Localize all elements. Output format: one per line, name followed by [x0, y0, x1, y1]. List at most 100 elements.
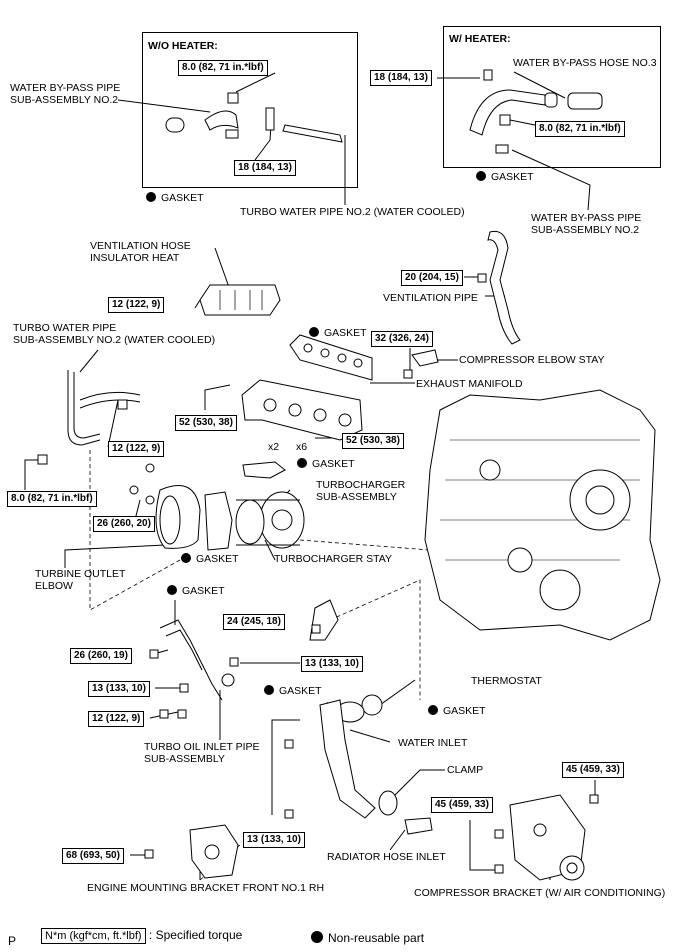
nonreusable-dot [181, 553, 191, 563]
leader-wi-13 [271, 719, 300, 815]
turbo-gasket-side [204, 491, 233, 551]
torque-oil-12: 12 (122, 9) [88, 711, 145, 727]
dashed-guide-turbo [299, 539, 431, 551]
ventilation-pipe-part [477, 230, 521, 345]
hose-end [544, 92, 558, 108]
bolt-wo-18 [265, 107, 275, 131]
bypass-pipe-wo [204, 110, 239, 131]
oil-inlet-pipe-part [149, 619, 239, 719]
wo-heater-parts [165, 92, 343, 143]
legend-torque-desc: : Specified torque [148, 928, 243, 942]
bolt-vent [477, 273, 487, 283]
leader-w-8 [509, 119, 536, 126]
torque-wi-13: 13 (133, 10) [243, 832, 305, 848]
label-turbo-water-pipe-sub: TURBO WATER PIPE SUB-ASSEMBLY NO.2 (WATE… [13, 322, 216, 346]
leader-twp-12 [107, 399, 119, 448]
legend-nonreusable: Non-reusable part [311, 931, 424, 945]
w-heater-title: W/ HEATER: [449, 33, 511, 45]
leader-turbine-outlet [64, 544, 166, 568]
label-compressor-elbow-stay: COMPRESSOR ELBOW STAY [459, 354, 605, 366]
gasket-label-turbo-top: GASKET [297, 458, 355, 470]
manifold-body [241, 379, 363, 441]
w-heater-parts [469, 69, 603, 154]
torque-twp-8: 8.0 (82, 71 in.*lbf) [7, 491, 97, 507]
torque-emb-68: 68 (693, 50) [62, 848, 124, 864]
bolt-w-8 [499, 114, 511, 126]
torque-toe-26: 26 (260, 20) [93, 516, 155, 532]
compressor-elbow-stay-part [403, 349, 439, 379]
label-water-inlet: WATER INLET [398, 737, 468, 749]
label-turbocharger-sub: TURBOCHARGER SUB-ASSEMBLY [316, 479, 406, 503]
leader-cb-45 [469, 820, 495, 871]
em-gasket [289, 334, 373, 381]
turbocharger-part [204, 461, 305, 551]
torque-ces-32: 32 (326, 24) [371, 331, 433, 347]
label-engine-mounting-bracket: ENGINE MOUNTING BRACKET FRONT NO.1 RH [87, 882, 325, 894]
label-clamp: CLAMP [447, 764, 484, 776]
leader-vhi-12 [194, 299, 201, 309]
nonreusable-dot [428, 705, 438, 715]
leader-wo-8 [235, 72, 276, 93]
compressor-bracket-part [494, 794, 599, 881]
wo-heater-title: W/O HEATER: [148, 40, 218, 52]
leader-turbocharger-stay [264, 539, 276, 561]
legend-torque-box: N*m (kgf*cm, ft.*lbf) [41, 928, 146, 944]
nonreusable-dot [309, 327, 319, 337]
thermostat-part [361, 694, 383, 716]
bolt-w-18 [483, 69, 493, 81]
leader-clamp [389, 769, 445, 801]
ventilation-hose-insulator-heat [199, 284, 281, 316]
label-water-bypass-hose-no3: WATER BY-PASS HOSE NO.3 [513, 57, 657, 69]
label-water-bypass-pipe-2: WATER BY-PASS PIPE SUB-ASSEMBLY NO.2 [531, 212, 642, 236]
label-ventilation-pipe: VENTILATION PIPE [383, 292, 478, 304]
label-thermostat: THERMOSTAT [471, 675, 542, 687]
torque-vent-20: 20 (204, 15) [401, 270, 463, 286]
leader-bypass-pipe-1 [117, 99, 211, 113]
legend-nonreusable-text: Non-reusable part [328, 931, 425, 945]
torque-oil-13a: 13 (133, 10) [301, 656, 363, 672]
leader-em-52a [204, 384, 231, 410]
nonreusable-dot [297, 458, 307, 468]
turbocharger-stay-part [309, 599, 339, 641]
label-radiator-hose-inlet: RADIATOR HOSE INLET [327, 851, 446, 863]
engine-block [424, 389, 661, 641]
nonreusable-dot [264, 685, 274, 695]
torque-clamp-45: 45 (459, 33) [562, 762, 624, 778]
nonreusable-dot [146, 192, 156, 202]
torque-wo-18: 18 (184, 13) [234, 160, 296, 176]
hose-piece [165, 117, 185, 133]
leader-radiator-hose [389, 829, 406, 851]
torque-oil-26: 26 (260, 19) [70, 648, 132, 664]
gasket-label-em: GASKET [309, 327, 367, 339]
leader-bypass-hose [513, 71, 566, 99]
label-exhaust-manifold: EXHAUST MANIFOLD [416, 378, 523, 390]
clamp-part [378, 790, 398, 816]
leader-bypass-pipe-2 [511, 149, 591, 211]
leader-turbo-water-pipe-sub [79, 349, 99, 373]
engine-mounting-bracket-part [144, 824, 239, 879]
legend-torque: N*m (kgf*cm, ft.*lbf) : Specified torque [41, 928, 242, 944]
page-mark: P [8, 934, 17, 948]
gasket-label-thermostat: GASKET [428, 705, 486, 717]
torque-twp-12: 12 (122, 9) [108, 441, 165, 457]
legend-nonreusable-dot [311, 931, 323, 943]
torque-w-18: 18 (184, 13) [370, 70, 432, 86]
leader-thermostat [379, 679, 416, 706]
label-ventilation-hose-insulator: VENTILATION HOSE INSULATOR HEAT [90, 240, 191, 264]
gasket-wo [225, 129, 239, 139]
torque-vhi-12: 12 (122, 9) [108, 297, 165, 313]
label-turbo-oil-inlet-pipe: TURBO OIL INLET PIPE SUB-ASSEMBLY [144, 741, 260, 765]
gasket-label-turbo-side: GASKET [181, 553, 239, 565]
torque-oil-13b: 13 (133, 10) [88, 681, 150, 697]
torque-em-52a: 52 (530, 38) [175, 415, 237, 431]
bypass-hose-no3 [567, 92, 603, 110]
torque-em-52b: 52 (530, 38) [342, 433, 404, 449]
gasket-w [495, 144, 509, 154]
exhaust-manifold-part [241, 334, 373, 441]
label-turbocharger-stay: TURBOCHARGER STAY [274, 553, 393, 565]
dashed-guide-stay [329, 579, 421, 700]
bolt-wo-8 [227, 92, 239, 104]
turbine-outlet-elbow-part [129, 463, 201, 549]
torque-ts-24: 24 (245, 18) [223, 614, 285, 630]
